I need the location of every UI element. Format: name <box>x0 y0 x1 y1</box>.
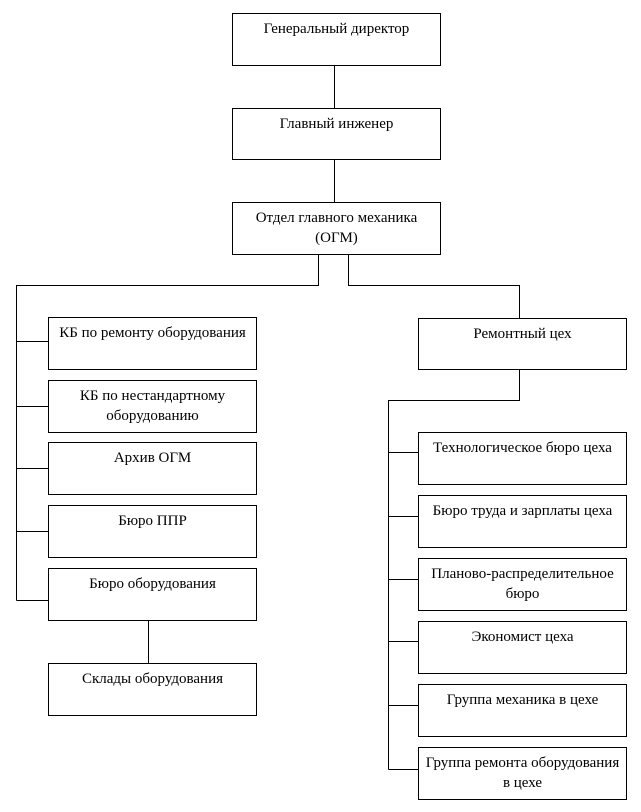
box-label: Архив ОГМ <box>113 450 192 466</box>
box-label: Планово-распределительное бюро <box>431 566 614 602</box>
box-labor-bureau: Бюро труда и зарплаты цеха <box>418 495 627 548</box>
box-archive-ogm: Архив ОГМ <box>48 442 257 495</box>
box-general-director: Генеральный директор <box>232 13 441 66</box>
box-label: Бюро труда и зарплаты цеха <box>432 503 613 519</box>
box-equipment-bureau: Бюро оборудования <box>48 568 257 621</box>
box-label: КБ по нестандартному оборудованию <box>79 388 226 424</box>
box-label: Группа механика в цехе <box>446 692 599 708</box>
box-equipment-warehouses: Склады оборудования <box>48 663 257 716</box>
box-repair-group: Группа ремонта оборудования в цехе <box>418 747 627 800</box>
connector-ogm-repair-shop <box>348 254 520 318</box>
box-label: Технологическое бюро цеха <box>433 440 612 456</box>
box-economist: Экономист цеха <box>418 621 627 674</box>
box-label: Ремонтный цех <box>473 326 572 342</box>
box-label: Бюро оборудования <box>89 576 216 592</box>
box-label: Отдел главного механика (ОГМ) <box>255 210 418 246</box>
box-label: Генеральный директор <box>263 21 410 37</box>
box-label: Бюро ППР <box>118 513 187 529</box>
box-chief-engineer: Главный инженер <box>232 108 441 160</box>
box-label: Склады оборудования <box>81 671 223 687</box>
box-label: Экономист цеха <box>471 629 574 645</box>
box-mechanic-group: Группа механика в цехе <box>418 684 627 737</box>
box-tech-bureau: Технологическое бюро цеха <box>418 432 627 485</box>
box-repair-shop: Ремонтный цех <box>418 318 627 370</box>
box-ogm: Отдел главного механика (ОГМ) <box>232 202 441 255</box>
box-ppr-bureau: Бюро ППР <box>48 505 257 558</box>
box-label: КБ по ремонту оборудования <box>59 325 246 341</box>
box-label: Группа ремонта оборудования в цехе <box>425 755 620 791</box>
connector-repair-shop-right <box>388 369 520 770</box>
connector-ogm-left <box>16 254 319 601</box>
box-label: Главный инженер <box>279 116 394 132</box>
box-kb-nonstandard: КБ по нестандартному оборудованию <box>48 380 257 433</box>
box-planning-bureau: Планово-распределительное бюро <box>418 558 627 611</box>
box-kb-repair: КБ по ремонту оборудования <box>48 317 257 370</box>
